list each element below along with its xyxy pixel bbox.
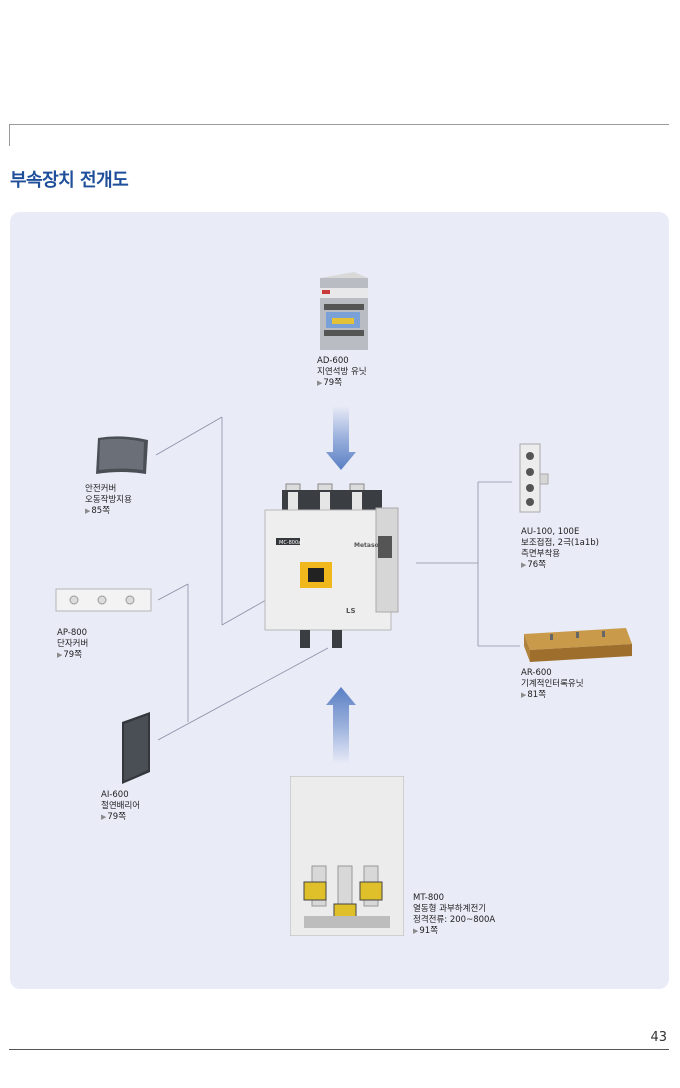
arrow-down-icon bbox=[326, 406, 356, 470]
top-rule-tick bbox=[9, 124, 10, 146]
au100-caption: AU-100, 100E 보조접점, 2극(1a1b) 측면부착용 76쪽 bbox=[521, 527, 599, 571]
mt800-unit-image bbox=[290, 776, 404, 936]
mt800-desc: 열동형 과부하계전기 bbox=[413, 904, 487, 914]
ar600-caption: AR-600 기계적인터록유닛 81쪽 bbox=[521, 668, 584, 701]
au100-unit-image bbox=[519, 443, 549, 513]
mt800-name: MT-800 bbox=[413, 893, 445, 903]
ad600-name: AD-600 bbox=[317, 356, 349, 366]
arrow-up-icon bbox=[326, 687, 356, 764]
mt800-desc2: 정격전류: 200~800A bbox=[413, 915, 496, 925]
ap800-page-ref[interactable]: 79쪽 bbox=[57, 650, 88, 661]
ap800-desc: 단자커버 bbox=[57, 639, 89, 649]
ad600-unit-image bbox=[320, 272, 368, 350]
ap800-caption: AP-800 단자커버 79쪽 bbox=[57, 628, 88, 661]
au100-desc2: 측면부착용 bbox=[521, 549, 561, 559]
ai600-caption: AI-600 절연배리어 79쪽 bbox=[101, 790, 140, 823]
ar600-desc: 기계적인터록유닛 bbox=[521, 679, 584, 689]
safety-cover-desc: 오동작방지용 bbox=[85, 495, 132, 505]
ai600-page-ref[interactable]: 79쪽 bbox=[101, 812, 140, 823]
safety-cover-caption: 안전커버 오동작방지용 85쪽 bbox=[85, 484, 132, 517]
main-brand-label: Metasol bbox=[354, 542, 381, 549]
page-number: 43 bbox=[650, 1030, 667, 1045]
ad600-desc: 지연석방 유닛 bbox=[317, 367, 367, 377]
main-model-label: MC-800a bbox=[279, 540, 302, 546]
ar600-unit-image bbox=[524, 628, 632, 662]
ai600-unit-image bbox=[122, 712, 150, 784]
section-title: 부속장치 전개도 bbox=[10, 170, 129, 191]
main-contactor-image bbox=[264, 483, 399, 648]
bottom-rule bbox=[9, 1049, 669, 1050]
au100-name: AU-100, 100E bbox=[521, 527, 580, 537]
au100-desc: 보조접점, 2극(1a1b) bbox=[521, 538, 599, 548]
mt800-caption: MT-800 열동형 과부하계전기 정격전류: 200~800A 91쪽 bbox=[413, 893, 495, 937]
safety-cover-name: 안전커버 bbox=[85, 484, 117, 494]
safety-cover-image bbox=[96, 436, 148, 474]
ap800-name: AP-800 bbox=[57, 628, 88, 638]
ad600-caption: AD-600 지연석방 유닛 79쪽 bbox=[317, 356, 367, 389]
au100-page-ref[interactable]: 76쪽 bbox=[521, 560, 599, 571]
top-rule bbox=[9, 124, 669, 125]
ad600-page-ref[interactable]: 79쪽 bbox=[317, 378, 367, 389]
ap800-unit-image bbox=[55, 588, 152, 612]
ar600-page-ref[interactable]: 81쪽 bbox=[521, 690, 584, 701]
safety-cover-page-ref[interactable]: 85쪽 bbox=[85, 506, 132, 517]
ar600-name: AR-600 bbox=[521, 668, 552, 678]
mt800-page-ref[interactable]: 91쪽 bbox=[413, 926, 495, 937]
ai600-desc: 절연배리어 bbox=[101, 801, 141, 811]
ai600-name: AI-600 bbox=[101, 790, 129, 800]
ls-logo: LS bbox=[346, 607, 356, 615]
